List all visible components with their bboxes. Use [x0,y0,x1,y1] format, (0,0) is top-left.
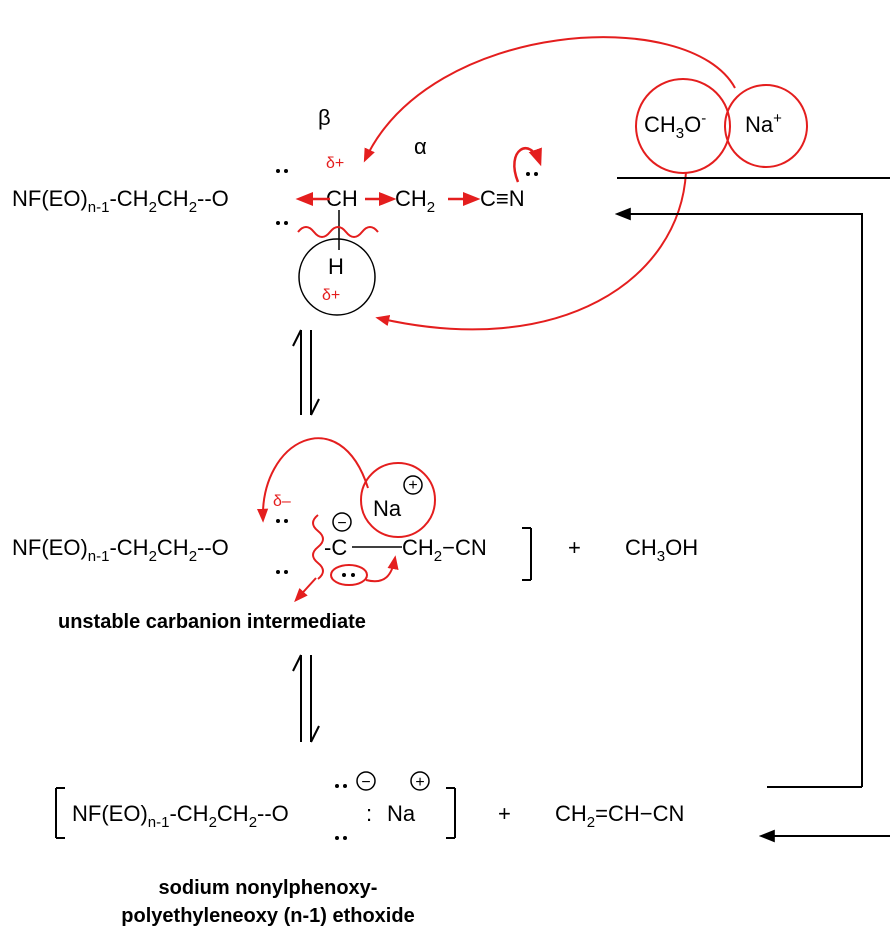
acrylonitrile: CH2=CH−CN [555,801,684,831]
carbanion-caption: unstable carbanion intermediate [58,611,366,633]
product-caption-line2: polyethyleneoxy (n-1) ethoxide [121,905,414,927]
ch2-group: CH2 [395,186,435,216]
methoxide-attack-arrow [363,36,736,163]
plus-sign-3: + [498,801,511,826]
plus-sign-2: + [568,535,581,560]
ion-pair-colon: : [366,801,372,826]
sodium-ion-3: Na [387,801,416,826]
plus-charge-circle-3 [410,771,430,791]
ch-bond-cleavage-wavy [297,226,379,238]
recycle-arrow-top [614,207,863,787]
recycle-lines [614,177,890,843]
nitrile-curly-arrow [513,147,542,183]
delta-minus: δ– [273,493,291,510]
beta-label: β [318,105,331,130]
equilibrium-arrow-2 [292,654,320,743]
product-caption-line1: sodium nonylphenoxy- [159,877,378,899]
minus-charge-circle-3 [356,771,376,791]
plus-charge: + [408,477,417,494]
methoxide: CH3O- [644,110,706,142]
cleavage-arrow [294,577,317,603]
oxygen-lone-pairs [276,169,288,225]
alpha-label: α [414,134,427,159]
hydrogen-circle [298,238,376,316]
sodium-ion: Na+ [745,110,782,137]
plus-charge-3: + [415,774,424,791]
methoxide-circle [635,78,731,174]
minus-charge-circle [332,512,352,532]
step3-products: NF(EO)n-1-CH2CH2--O − : Na + + CH2=CH−CN… [55,771,684,927]
methanol: CH3OH [625,535,698,565]
hydrogen: H [328,254,344,279]
sodium-ion-2: Na [373,496,402,521]
step3-chain-formula: NF(EO)n-1-CH2CH2--O [72,801,289,831]
step2-intermediate: Na + δ– NF(EO)n-1-CH2CH2--O − -C CH2−CN … [12,437,698,633]
step1-chain-formula: NF(EO)n-1-CH2CH2--O [12,186,229,216]
ch2cn-group: CH2−CN [402,535,487,565]
sodium-circle [724,84,808,168]
plus-charge-circle [403,475,423,495]
minus-charge-3: − [361,774,370,791]
step1-reactants: β α δ+ NF(EO)n-1-CH2CH2--O CH CH2 C≡N H … [12,36,808,331]
minus-charge: − [337,515,346,532]
sodium-circle-2 [360,462,436,538]
equilibrium-arrow-1 [292,329,320,416]
lone-pair-arrow [365,555,399,583]
delta-plus-ch: δ+ [326,155,344,172]
oc-bond-cleavage-wavy [312,514,324,580]
ch-group: CH [326,186,358,211]
nitrile-group: C≡N [480,186,525,211]
step2-chain-formula: NF(EO)n-1-CH2CH2--O [12,535,229,565]
sodium-to-oxygen-arrow [256,437,369,523]
carbanion-carbon: -C [324,535,347,560]
carbanion-lone-pair-ellipse [330,564,368,586]
delta-plus-h: δ+ [322,287,340,304]
